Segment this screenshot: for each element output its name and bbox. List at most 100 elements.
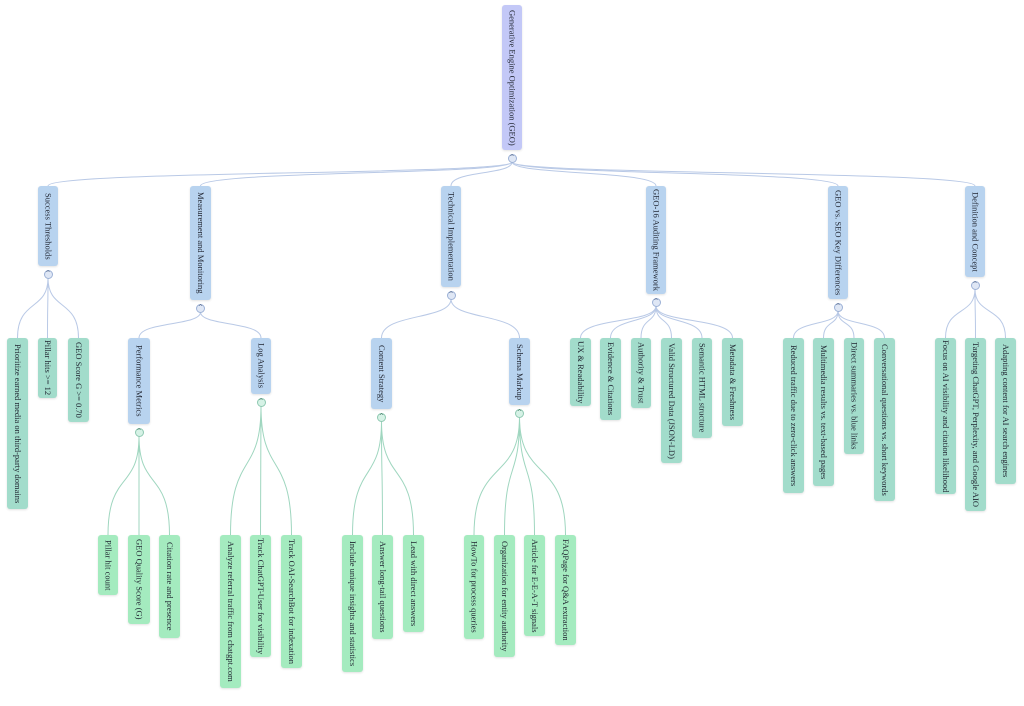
node-label: Reduced traffic due to zero-click answer… (788, 344, 799, 487)
node-m4[interactable]: FAQPage for Q&A extraction (555, 535, 576, 645)
node-m3[interactable]: Article for E-E-A-T signals (524, 535, 545, 636)
collapse-toggle-icon[interactable]: ^ (833, 302, 843, 312)
node-label: Metadata & Freshness (727, 343, 738, 420)
edge-content-c3 (381, 420, 414, 536)
node-measure[interactable]: Measurement and Monitoring (190, 186, 211, 300)
node-d2[interactable]: Targeting ChatGPT, Perplexity, and Googl… (965, 338, 986, 511)
collapse-toggle-icon[interactable]: ^ (970, 280, 980, 290)
node-g1[interactable]: UX & Readability (570, 338, 591, 406)
node-label: Performance Metrics (134, 345, 145, 417)
node-label: Success Thresholds (43, 192, 54, 260)
edge-perf-p1 (107, 435, 140, 536)
edge-root-tech (450, 161, 513, 187)
edge-root-measure (200, 161, 513, 187)
edge-geo16-g2 (610, 305, 657, 339)
node-root[interactable]: Generative Engine Optimization (GEO) (502, 5, 522, 150)
edge-perf-p3 (138, 435, 170, 536)
collapse-toggle-icon[interactable]: ^ (446, 290, 456, 300)
edge-geo16-g6 (655, 305, 733, 339)
node-c3[interactable]: Lead with direct answers (403, 535, 424, 632)
node-g4[interactable]: Valid Structured Data (JSON-LD) (661, 338, 682, 463)
collapse-toggle-icon[interactable]: ^ (43, 269, 53, 279)
node-label: Authority & Trust (636, 342, 647, 404)
edge-log-l2 (260, 405, 262, 536)
node-l1[interactable]: Analyze referral traffic from chatgpt.co… (220, 535, 241, 688)
collapse-toggle-icon[interactable]: ^ (256, 397, 266, 407)
edge-geo16-g3 (640, 305, 657, 339)
node-label: Generative Engine Optimization (GEO) (507, 9, 518, 146)
collapse-toggle-icon[interactable]: ^ (377, 412, 386, 422)
edge-def-d1 (945, 288, 976, 339)
edge-def-d3 (974, 288, 1006, 339)
node-label: GEO-16 Auditing Framework (651, 189, 662, 291)
node-label: HowTo for process queries (469, 541, 480, 633)
collapse-toggle-icon[interactable]: ^ (134, 427, 144, 437)
node-c2[interactable]: Answer long-tail questions (372, 535, 393, 639)
edge-geo16-g4 (655, 305, 672, 339)
edge-success-s1 (17, 277, 49, 339)
edge-schema-m3 (519, 416, 535, 536)
node-d3[interactable]: Adapting content for AI search engines (995, 338, 1016, 484)
node-m1[interactable]: HowTo for process queries (464, 535, 484, 639)
node-s3[interactable]: GEO Score G >= 0.70 (68, 338, 89, 422)
node-p2[interactable]: GEO Quality Score (G) (128, 535, 150, 624)
edge-root-def (511, 161, 976, 187)
node-label: GEO Score G >= 0.70 (73, 342, 84, 418)
node-success[interactable]: Success Thresholds (38, 186, 58, 266)
node-label: Organization for entity authority (499, 540, 510, 652)
node-schema[interactable]: Schema Markup (509, 338, 530, 405)
node-label: GEO Quality Score (G) (134, 539, 145, 620)
collapse-toggle-icon[interactable]: ^ (507, 153, 517, 163)
node-def[interactable]: Definition and Concept (965, 186, 985, 277)
node-g5[interactable]: Semantic HTML structure (692, 338, 712, 438)
node-vs[interactable]: GEO vs. SEO Key Differences (828, 186, 848, 299)
node-v4[interactable]: Conversational questions vs. short keywo… (874, 338, 895, 501)
node-p1[interactable]: Pillar hit count (98, 535, 118, 595)
edge-vs-v1 (793, 310, 839, 339)
edge-measure-perf (138, 311, 201, 339)
node-label: Adapting content for AI search engines (1000, 344, 1011, 478)
edge-root-success (47, 161, 513, 187)
node-log[interactable]: Log Analysis (251, 338, 271, 394)
node-l2[interactable]: Track ChatGPT-User for visibility (250, 535, 271, 657)
edge-log-l1 (230, 405, 262, 536)
node-label: Include unique insights and statistics (347, 540, 358, 667)
node-c1[interactable]: Include unique insights and statistics (342, 535, 363, 672)
node-content[interactable]: Content Strategy (371, 338, 392, 409)
node-v1[interactable]: Reduced traffic due to zero-click answer… (783, 338, 804, 493)
node-d1[interactable]: Focus on AI visibility and citation like… (935, 338, 956, 494)
edge-geo16-g5 (655, 305, 703, 339)
node-m2[interactable]: Organization for entity authority (494, 535, 515, 657)
edge-root-vs (511, 161, 839, 187)
node-v3[interactable]: Direct summaries vs. blue links (844, 338, 864, 454)
node-p3[interactable]: Citation rate and presence (159, 535, 180, 638)
node-l3[interactable]: Track OAI-SearchBot for indexation (281, 535, 302, 668)
node-g3[interactable]: Authority & Trust (631, 338, 651, 408)
node-s2[interactable]: Pillar hits >= 12 (38, 338, 57, 398)
collapse-toggle-icon[interactable]: ^ (196, 303, 205, 313)
node-g6[interactable]: Metadata & Freshness (722, 338, 743, 426)
node-label: Track OAI-SearchBot for indexation (286, 538, 297, 665)
node-label: Answer long-tail questions (377, 541, 388, 633)
node-label: Content Strategy (376, 344, 387, 403)
edge-def-d2 (974, 288, 976, 339)
node-label: Pillar hits >= 12 (42, 340, 53, 396)
node-g2[interactable]: Evidence & Citations (600, 338, 621, 420)
edge-vs-v3 (837, 310, 855, 339)
node-s1[interactable]: Prioritize earned media on third-party d… (7, 338, 28, 509)
node-v2[interactable]: Multimedia results vs. text-based pages (813, 338, 834, 486)
node-label: Article for E-E-A-T signals (529, 538, 540, 633)
edge-log-l3 (260, 405, 292, 536)
collapse-toggle-icon[interactable]: ^ (651, 297, 661, 307)
edge-content-c1 (352, 420, 382, 536)
node-label: Multimedia results vs. text-based pages (818, 344, 829, 480)
node-tech[interactable]: Technical Implementation (441, 186, 461, 287)
node-label: Definition and Concept (970, 191, 981, 272)
node-label: Conversational questions vs. short keywo… (879, 343, 890, 496)
node-label: Prioritize earned media on third-party d… (12, 343, 23, 504)
collapse-toggle-icon[interactable]: ^ (515, 408, 524, 418)
node-geo16[interactable]: GEO-16 Auditing Framework (646, 186, 666, 294)
node-perf[interactable]: Performance Metrics (128, 338, 150, 424)
edge-measure-log (200, 311, 262, 339)
